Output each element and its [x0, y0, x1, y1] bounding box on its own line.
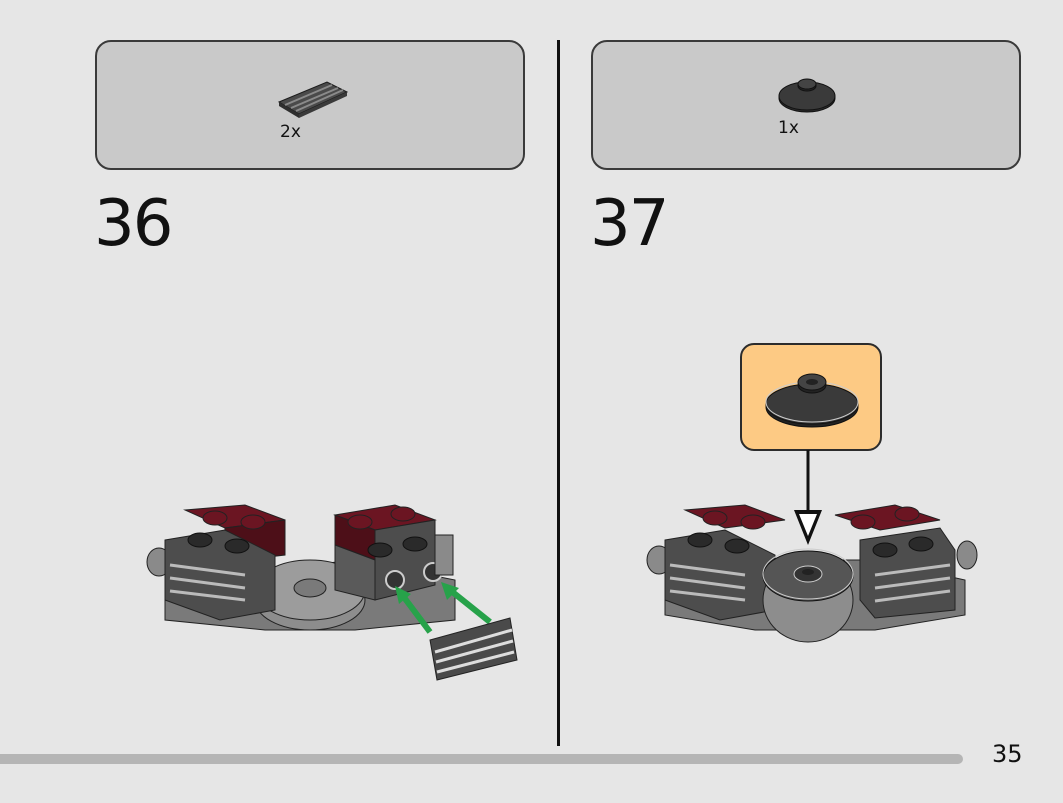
progress-bar	[0, 754, 963, 764]
page-number: 35	[992, 740, 1023, 768]
added-part-callout	[740, 343, 882, 451]
parts-list-box-step-37: 1x	[591, 40, 1021, 170]
grille-tile-icon	[277, 81, 349, 118]
step-number: 37	[590, 187, 669, 261]
round-plate-icon	[765, 373, 859, 428]
round-plate-icon	[778, 78, 836, 113]
step-number: 36	[94, 187, 173, 261]
part-quantity: 2x	[280, 122, 301, 142]
step-37-build-illustration	[646, 504, 978, 643]
parts-list-box-step-36: 2x	[95, 40, 525, 170]
part-quantity: 1x	[778, 118, 799, 138]
step-divider	[557, 40, 560, 746]
down-arrow-icon	[794, 450, 822, 545]
step-36-build-illustration	[146, 504, 518, 681]
